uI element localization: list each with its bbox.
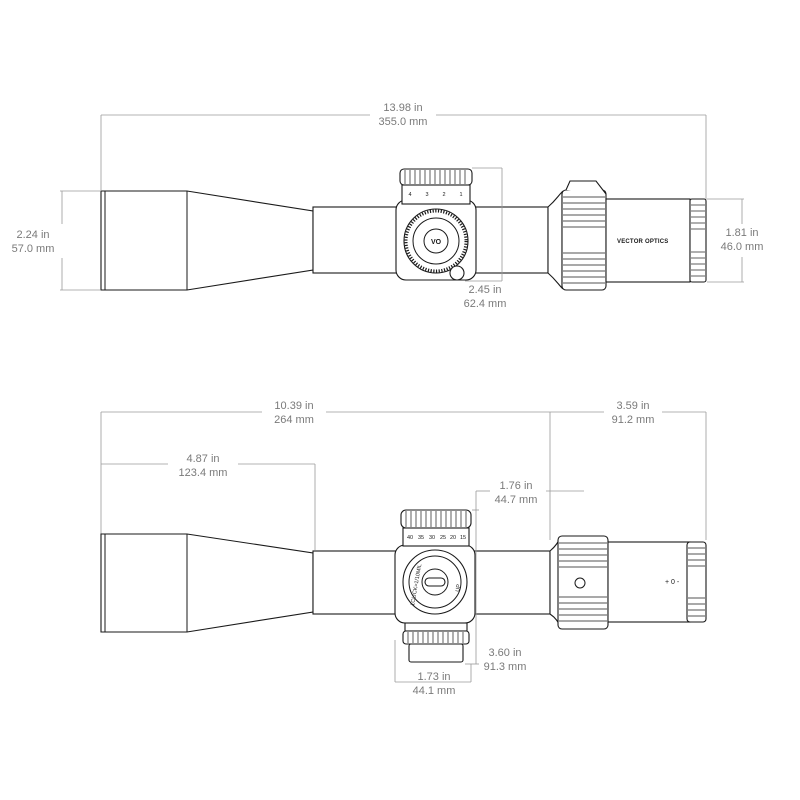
turret-width-in: 1.73 in — [417, 671, 450, 683]
turret-scale-2: 2 — [442, 192, 445, 198]
power-ring-top — [561, 189, 607, 291]
main-tube-rear — [471, 206, 549, 274]
diopter-ring-top — [689, 198, 707, 283]
eyepiece-diameter-in: 1.81 in — [725, 227, 758, 239]
turret-offset-dimension: 1.76 in 44.7 mm — [475, 480, 584, 512]
objective-to-turret-mm: 123.4 mm — [179, 467, 228, 479]
overall-length-in: 13.98 in — [383, 102, 422, 114]
brand-logo-icon: VO — [431, 239, 442, 246]
diopter-ring-side — [686, 541, 707, 623]
turret-scale-3: 3 — [425, 192, 428, 198]
elev-scale-35: 35 — [418, 535, 424, 541]
side-view: 10.39 in 264 mm 3.59 in 91.2 mm 4.87 in … — [100, 400, 707, 697]
main-tube-front-side — [312, 550, 398, 615]
turret-height-mm-top: 62.4 mm — [464, 298, 507, 310]
elev-scale-25: 25 — [440, 535, 446, 541]
windage-dial-top: VO — [403, 208, 469, 274]
main-tube-rear-side — [473, 550, 551, 615]
elev-scale-40: 40 — [407, 535, 413, 541]
elev-scale-20: 20 — [450, 535, 456, 541]
bottom-turret-side — [402, 622, 470, 663]
elevation-turret-side: 40 35 30 25 20 15 — [400, 509, 472, 547]
power-lever-mark-icon — [574, 577, 586, 589]
power-lever-top — [565, 180, 607, 195]
main-tube-front — [312, 206, 404, 274]
objective-bell-side — [100, 533, 314, 633]
length-front-mm: 264 mm — [274, 414, 314, 426]
objective-to-turret-dimension: 4.87 in 123.4 mm — [101, 453, 316, 550]
turret-offset-mm: 44.7 mm — [495, 494, 538, 506]
length-front-in: 10.39 in — [274, 400, 313, 412]
eyepiece-top — [605, 198, 691, 283]
eyepiece-diameter-mm: 46.0 mm — [721, 241, 764, 253]
top-view: 13.98 in 355.0 mm 2.24 in 57.0 mm — [12, 102, 764, 310]
power-ring-taper — [547, 190, 563, 290]
overall-length-mm: 355.0 mm — [379, 116, 428, 128]
eyepiece-diameter-dimension: 1.81 in 46.0 mm — [707, 198, 764, 283]
windage-dial-side: 1CLICK=1/10MIL UP — [402, 549, 468, 615]
overall-length-dimension: 13.98 in 355.0 mm — [100, 102, 707, 200]
turret-scale-4: 4 — [408, 192, 411, 198]
diopter-marks: + 0 - — [665, 579, 680, 586]
brand-text: VECTOR OPTICS — [617, 239, 669, 245]
length-rear-mm: 91.2 mm — [612, 414, 655, 426]
turret-height-in-top: 2.45 in — [468, 284, 501, 296]
turret-scale-1: 1 — [459, 192, 462, 198]
turret-height-in-side: 3.60 in — [488, 647, 521, 659]
turret-height-dimension-side: 3.60 in 91.3 mm — [465, 509, 527, 673]
eyepiece-side — [607, 541, 691, 623]
objective-diameter-mm: 57.0 mm — [12, 243, 55, 255]
objective-diameter-dimension: 2.24 in 57.0 mm — [12, 190, 100, 291]
length-rear-dimension: 3.59 in 91.2 mm — [550, 400, 707, 540]
length-front-dimension: 10.39 in 264 mm — [100, 400, 551, 540]
length-rear-in: 3.59 in — [616, 400, 649, 412]
objective-bell — [100, 190, 314, 291]
turret-offset-in: 1.76 in — [499, 480, 532, 492]
turret-width-dimension: 1.73 in 44.1 mm — [394, 640, 472, 697]
elev-scale-15: 15 — [460, 535, 466, 541]
elevation-turret-top: 4 3 2 1 — [399, 168, 473, 205]
objective-diameter-in: 2.24 in — [16, 229, 49, 241]
elev-scale-30: 30 — [429, 535, 435, 541]
up-text: UP — [455, 583, 462, 592]
turret-height-mm-side: 91.3 mm — [484, 661, 527, 673]
illumination-knob-top — [449, 265, 465, 281]
turret-width-mm: 44.1 mm — [413, 685, 456, 697]
turret-height-dimension-top: 2.45 in 62.4 mm — [464, 167, 507, 310]
objective-to-turret-in: 4.87 in — [186, 453, 219, 465]
